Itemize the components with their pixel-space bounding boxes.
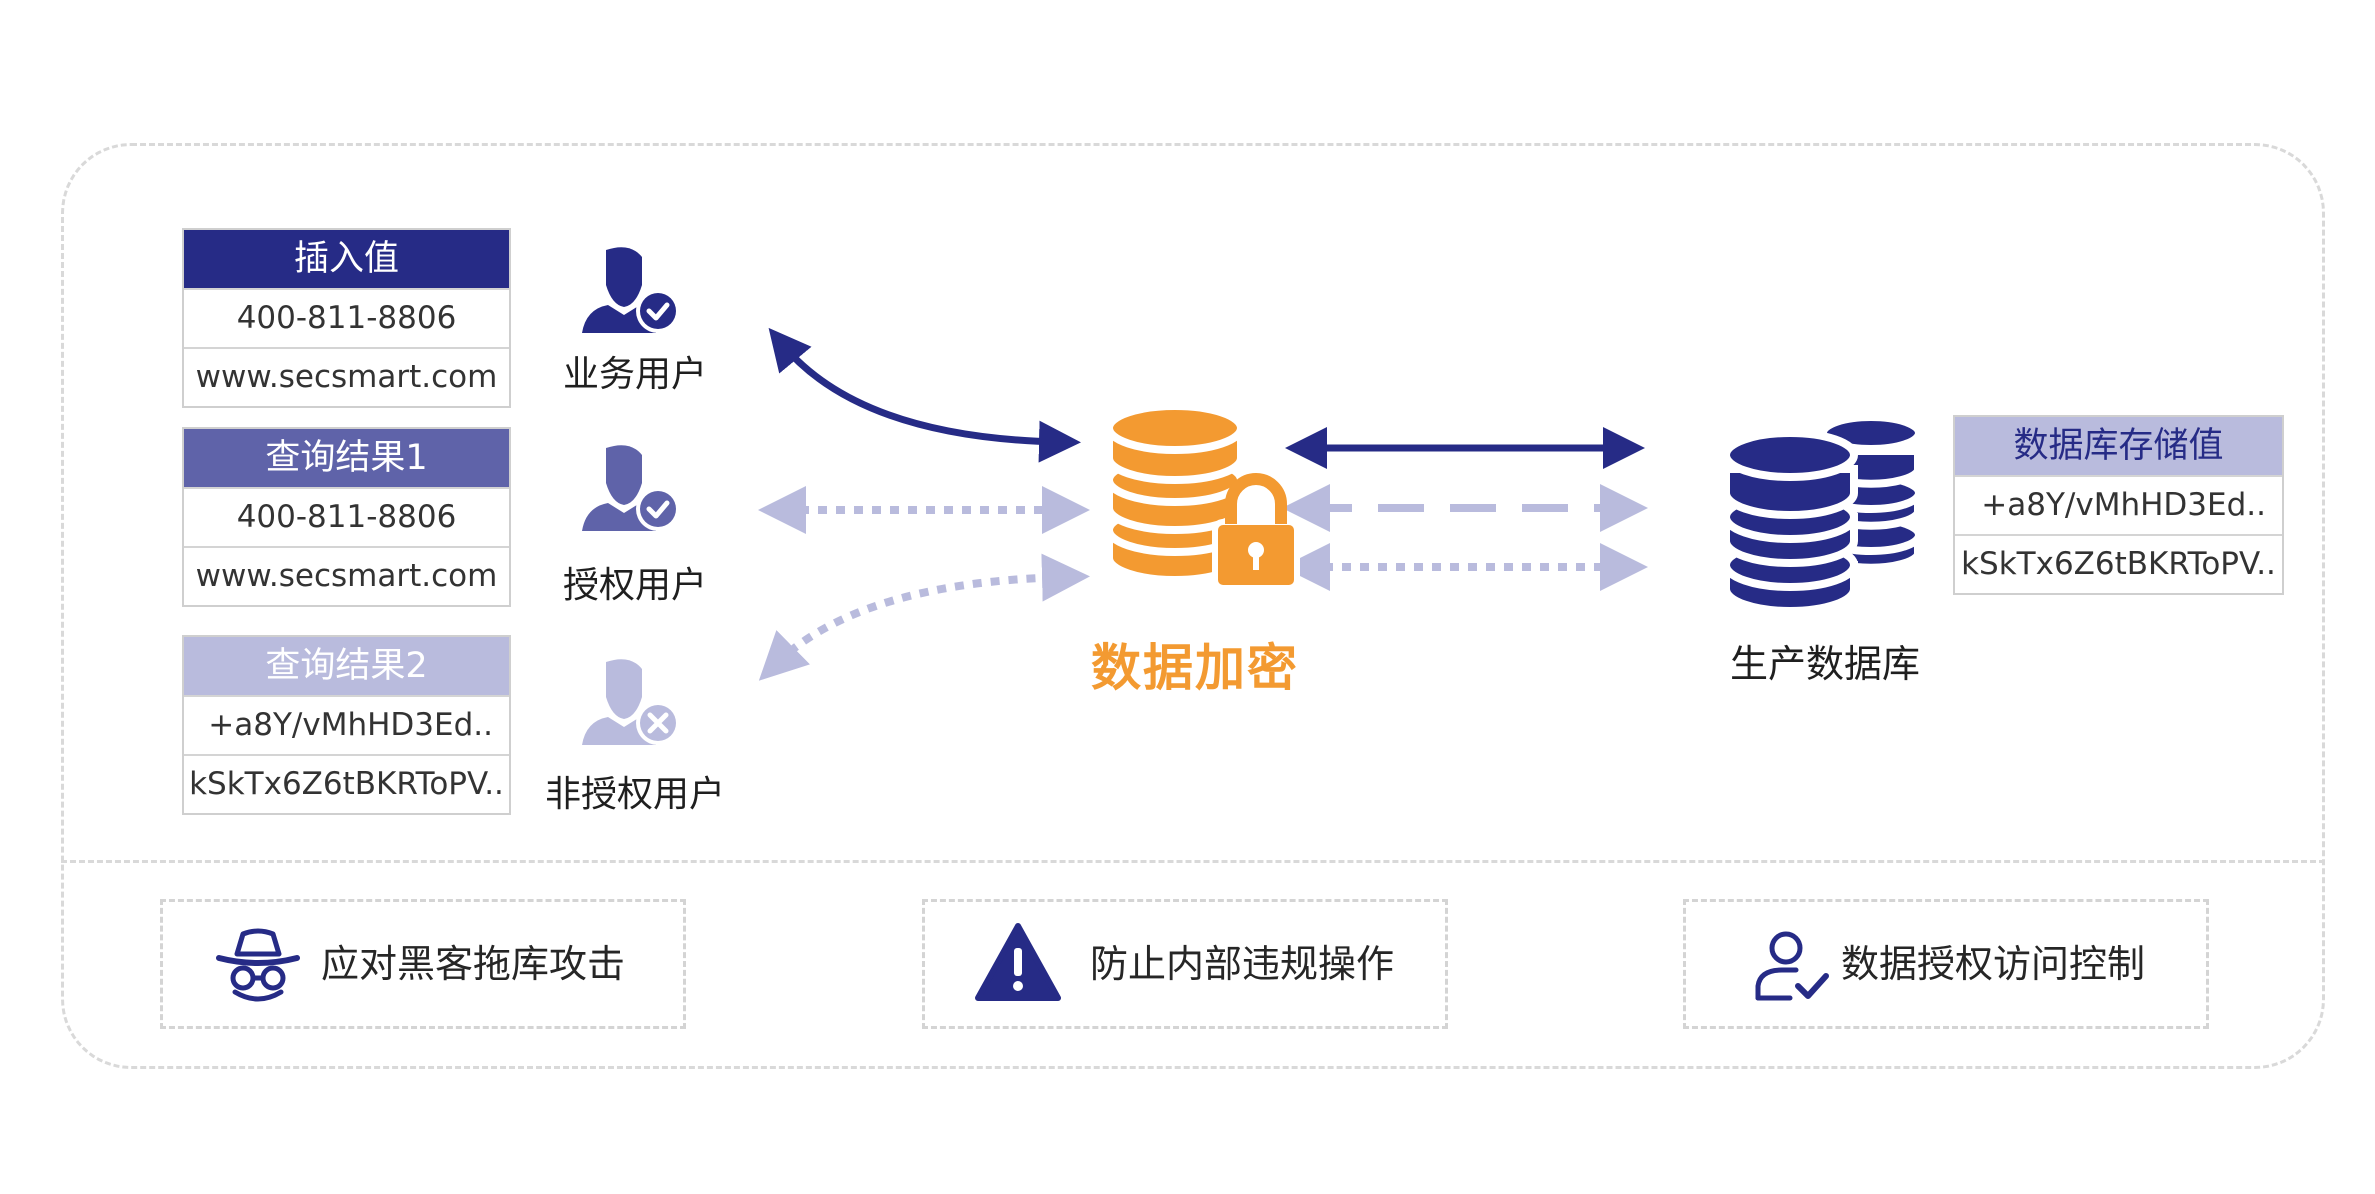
business-flow-arrow [768, 327, 1081, 463]
feature-anti-hacker: 应对黑客拖库攻击 [160, 899, 686, 1029]
authorized-user-label: 授权用户 [562, 565, 707, 606]
unauthorized-user-icon [582, 659, 680, 745]
hacker-icon [216, 928, 300, 1002]
table-header: 查询结果1 [184, 429, 509, 487]
table-header: 数据库存储值 [1955, 417, 2282, 475]
unauthorized-user-label: 非授权用户 [544, 774, 725, 815]
table-insert-value: 插入值 400-811-8806 www.secsmart.com [182, 228, 511, 408]
table-header: 查询结果2 [184, 637, 509, 695]
encrypted-database-icon [1105, 402, 1300, 591]
section-divider [61, 860, 2325, 863]
feature-label: 防止内部违规操作 [1090, 942, 1395, 986]
feature-label: 数据授权访问控制 [1841, 942, 2146, 986]
table-query-result-2: 查询结果2 +a8Y/vMhHD3Ed.. kSkTx6Z6tBKRToPV.. [182, 635, 511, 815]
table-cell: kSkTx6Z6tBKRToPV.. [184, 754, 509, 813]
table-query-result-1: 查询结果1 400-811-8806 www.secsmart.com [182, 427, 511, 607]
table-cell: +a8Y/vMhHD3Ed.. [184, 695, 509, 754]
unauthorized-flow-arrow [758, 553, 1090, 681]
table-cell: kSkTx6Z6tBKRToPV.. [1955, 534, 2282, 593]
user-check-icon [1755, 931, 1829, 1001]
authorized-user-icon [582, 445, 680, 531]
table-db-stored-value: 数据库存储值 +a8Y/vMhHD3Ed.. kSkTx6Z6tBKRToPV.… [1953, 415, 2284, 595]
feature-label: 应对黑客拖库攻击 [321, 942, 626, 986]
warning-icon [975, 923, 1061, 1001]
business-user-label: 业务用户 [562, 354, 707, 395]
production-database-icon [1722, 413, 1922, 615]
table-cell: www.secsmart.com [184, 347, 509, 406]
feature-internal-violation: 防止内部违规操作 [922, 899, 1448, 1029]
table-cell: +a8Y/vMhHD3Ed.. [1955, 475, 2282, 534]
table-header: 插入值 [184, 230, 509, 288]
table-cell: www.secsmart.com [184, 546, 509, 605]
feature-access-control: 数据授权访问控制 [1683, 899, 2209, 1029]
production-database-label: 生产数据库 [1729, 642, 1920, 686]
outer-frame [61, 143, 2325, 1069]
table-cell: 400-811-8806 [184, 288, 509, 347]
table-cell: 400-811-8806 [184, 487, 509, 546]
business-user-icon [582, 247, 680, 333]
encryption-label: 数据加密 [1091, 639, 1299, 697]
